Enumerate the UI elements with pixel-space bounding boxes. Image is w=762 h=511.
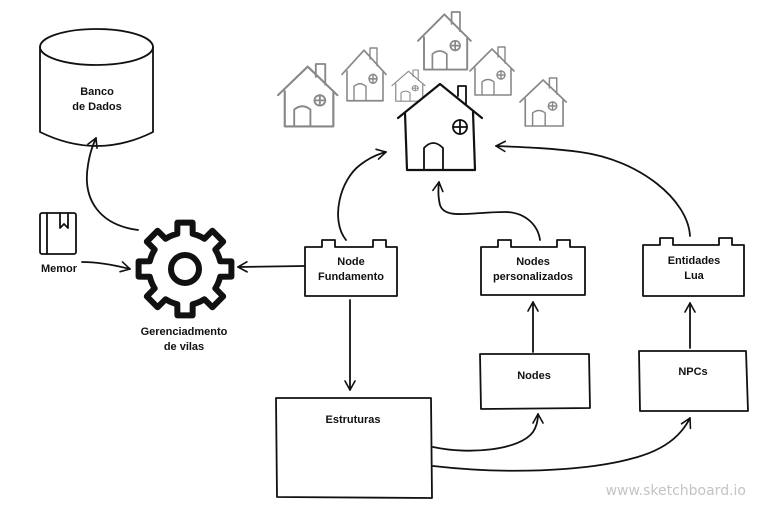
arrow-custom-to-house [432, 181, 541, 241]
lua-entities-box [642, 237, 745, 297]
watermark: www.sketchboard.io [606, 483, 746, 499]
gear-icon [135, 219, 235, 319]
structures-label: Estruturas [325, 414, 380, 426]
connectors [81, 137, 696, 472]
structures-box [275, 397, 433, 499]
arrow-gear-to-database [86, 137, 139, 231]
house-icon [396, 82, 484, 172]
nodes-box [479, 353, 591, 410]
nodes-label: Nodes [517, 370, 551, 382]
arrow-foundation-to-house [337, 148, 387, 241]
arrow-lua-to-house [495, 140, 691, 237]
custom-nodes-box [480, 239, 586, 296]
arrow-structures-to-npcs [432, 417, 692, 472]
book-icon [39, 212, 77, 255]
arrow-structures-to-nodes [432, 413, 544, 452]
arrow-foundation-to-gear [237, 261, 305, 273]
arrow-memory-to-gear [81, 261, 131, 273]
npcs-box [638, 350, 749, 412]
npcs-label: NPCs [678, 366, 707, 378]
memory-label: Memor [41, 263, 78, 275]
node-foundation-box [304, 239, 398, 297]
